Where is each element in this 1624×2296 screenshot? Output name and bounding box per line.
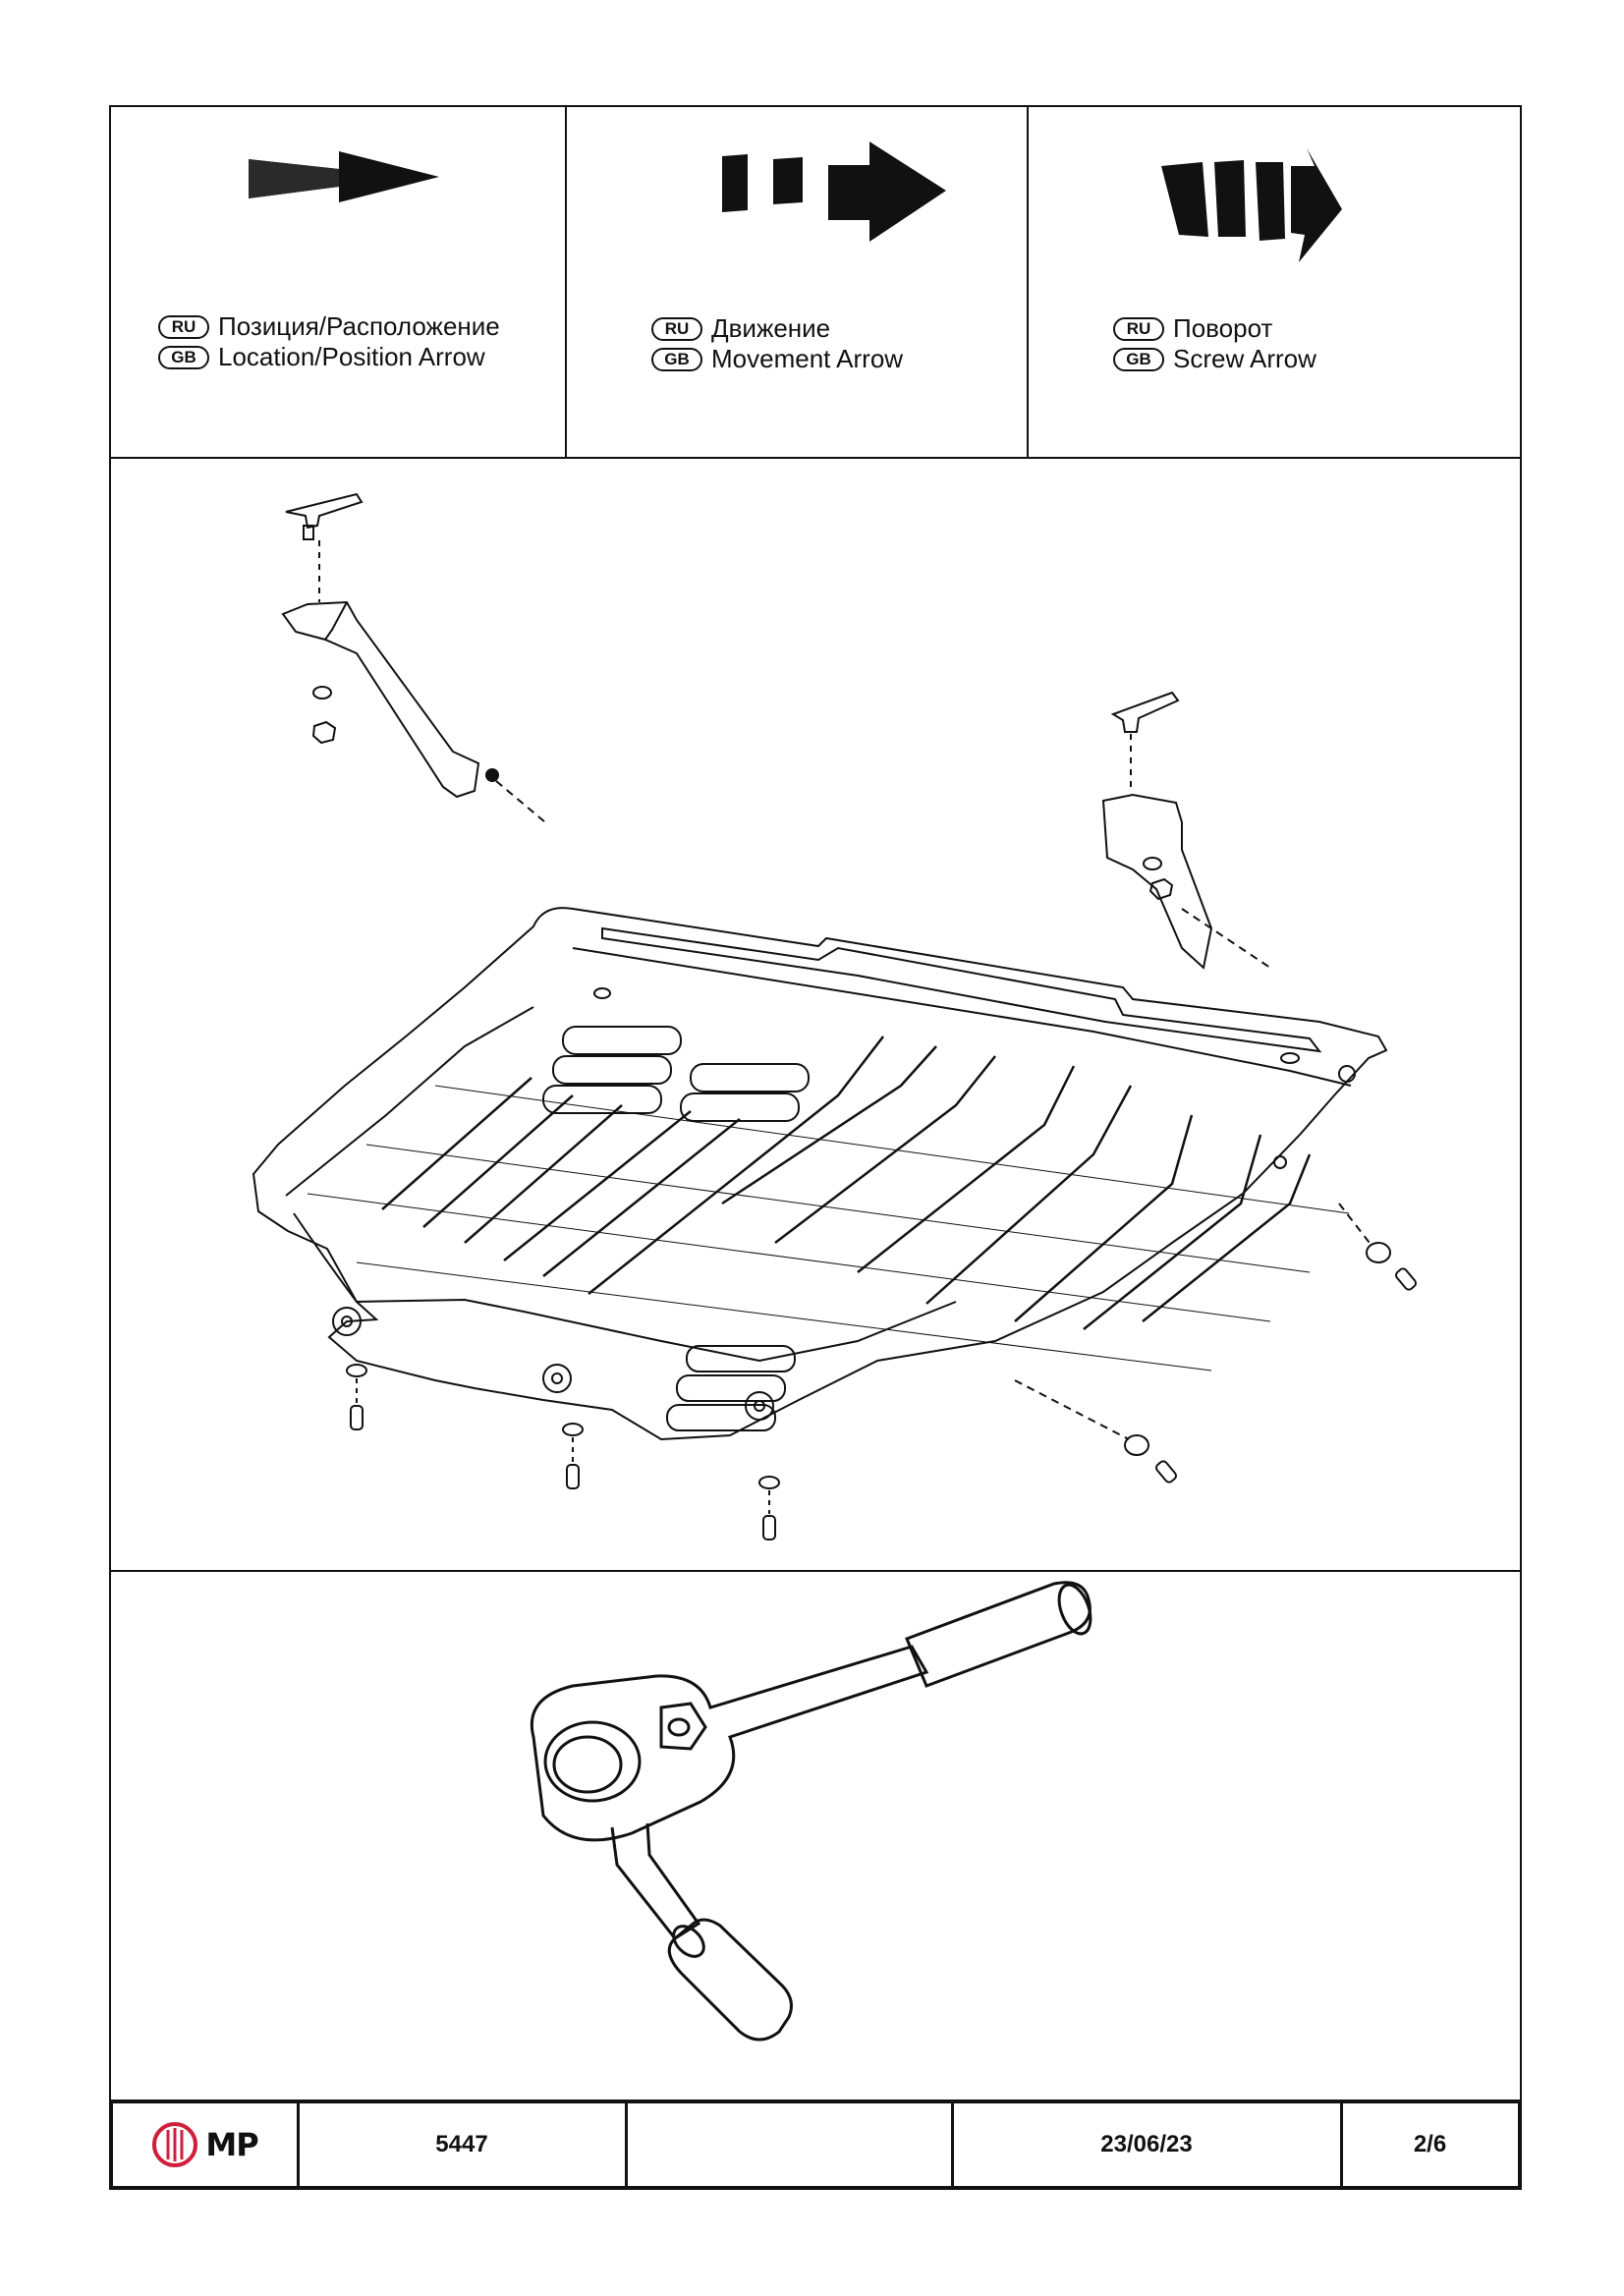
ru-badge: RU [651, 316, 702, 341]
date: 23/06/23 [954, 2102, 1343, 2186]
arrow-legend: RU Позиция/Расположение GB Location/Positi… [111, 107, 1520, 459]
skid-plate-icon [252, 907, 1388, 1441]
legend-screw: RU Поворот GB Screw Arrow [1029, 107, 1520, 457]
ru-badge: RU [158, 314, 209, 339]
skid-plate-exploded-view [252, 492, 1418, 1540]
title-block: MP 5447 23/06/23 2/6 [108, 2099, 1522, 2190]
legend-ru-text: Позиция/Расположение [218, 311, 500, 341]
fastener-set-icon [346, 780, 1418, 1540]
right-bracket-icon [1101, 691, 1213, 970]
ratchet-wrench-icon [530, 1581, 1092, 2042]
left-bracket-icon [281, 492, 499, 799]
legend-gb-text: Screw Arrow [1173, 344, 1316, 373]
page-number: 2/6 [1413, 2130, 1447, 2157]
tool-section [111, 1570, 1520, 2097]
legend-gb-text: Location/Position Arrow [218, 342, 485, 371]
location-arrow-icon [249, 151, 439, 202]
legend-location: RU Позиция/Расположение GB Location/Positi… [111, 107, 567, 457]
assembly-diagram [111, 457, 1520, 1572]
blank-cell [628, 2102, 954, 2186]
legend-movement: RU Движение GB Movement Arrow [567, 107, 1029, 457]
legend-ru-text: Движение [711, 313, 831, 343]
logo-text: MP [205, 2125, 258, 2163]
gb-badge: GB [651, 347, 702, 371]
legend-gb-text: Movement Arrow [711, 344, 904, 373]
mp-logo-icon [152, 2121, 198, 2167]
part-number: 5447 [300, 2102, 628, 2186]
gb-badge: GB [158, 345, 209, 369]
screw-arrow-icon [1161, 148, 1342, 262]
logo-cell: MP [113, 2102, 300, 2186]
ru-badge: RU [1113, 316, 1164, 341]
legend-ru-text: Поворот [1173, 313, 1273, 343]
movement-arrow-icon [722, 141, 946, 242]
gb-badge: GB [1113, 347, 1164, 371]
page-frame: RU Позиция/Расположение GB Location/Positi… [108, 105, 1522, 2190]
